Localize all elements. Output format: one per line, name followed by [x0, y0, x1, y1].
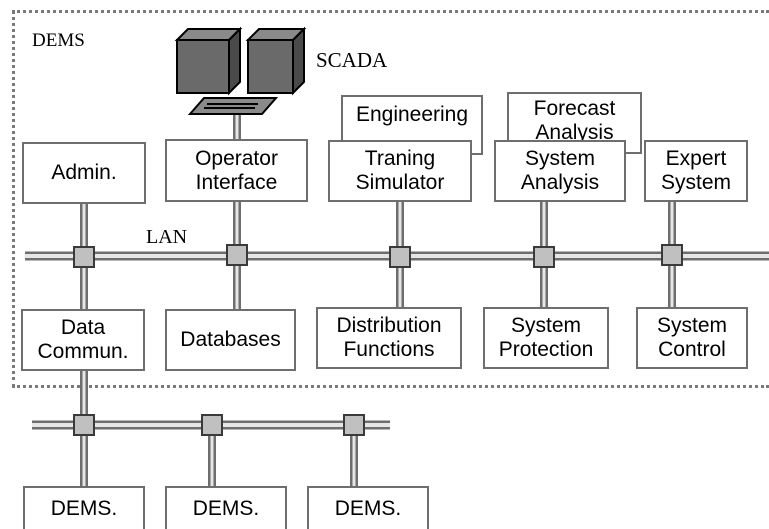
operator-interface-box: Operator Interface [165, 139, 308, 202]
dems-node-box: DEMS. [23, 486, 145, 529]
box-label: Analysis [535, 121, 614, 144]
lan-label: LAN [146, 226, 188, 248]
lan-connector [389, 246, 411, 268]
box-label: System [660, 171, 731, 194]
box-label: Expert [665, 147, 727, 170]
box-label: Simulator [355, 171, 445, 194]
box-label: Databases [180, 328, 281, 351]
bus-connector [201, 414, 223, 436]
lan-connector [533, 246, 555, 268]
box-label: DEMS. [50, 496, 118, 520]
bus-connector [343, 414, 365, 436]
box-label: Traning [364, 147, 436, 170]
box-label: System [656, 314, 727, 337]
training-simulator-box: Traning Simulator [328, 140, 472, 202]
dems-title: DEMS [32, 30, 85, 51]
box-label: DEMS. [192, 496, 260, 520]
scada-label: SCADA [316, 48, 388, 72]
lan-connector [226, 244, 248, 266]
box-label: Forecast [533, 97, 616, 120]
box-label: Distribution [336, 314, 442, 337]
bus-connector [73, 414, 95, 436]
box-label: Admin. [51, 161, 117, 184]
system-analysis-box: System Analysis [494, 140, 626, 202]
admin-box: Admin. [22, 142, 146, 204]
scada-server-icon [245, 26, 307, 96]
box-label: System [524, 147, 595, 170]
dems-node-box: DEMS. [165, 486, 287, 529]
dems-node-box: DEMS. [307, 486, 429, 529]
dems-boundary [12, 10, 769, 388]
box-label: Protection [498, 338, 594, 361]
expert-system-box: Expert System [644, 140, 748, 202]
box-label: Control [658, 338, 726, 361]
box-label: Interface [195, 170, 278, 194]
lan-connector [73, 246, 95, 268]
distribution-functions-box: Distribution Functions [316, 307, 462, 369]
box-label: Functions [343, 338, 435, 361]
data-commun-box: Data Commun. [21, 309, 145, 371]
system-control-box: System Control [636, 307, 748, 369]
box-label: Operator [195, 146, 278, 170]
box-label: Engineering [355, 103, 469, 126]
box-label: Commun. [37, 340, 129, 363]
box-label: Data [60, 316, 106, 339]
databases-box: Databases [165, 309, 296, 371]
box-label: DEMS. [334, 496, 402, 520]
console-keyboard-icon [187, 97, 279, 115]
lan-connector [661, 244, 683, 266]
system-protection-box: System Protection [483, 307, 609, 369]
box-label: System [510, 314, 581, 337]
scada-server-icon [174, 26, 243, 96]
box-label: Analysis [520, 171, 600, 194]
